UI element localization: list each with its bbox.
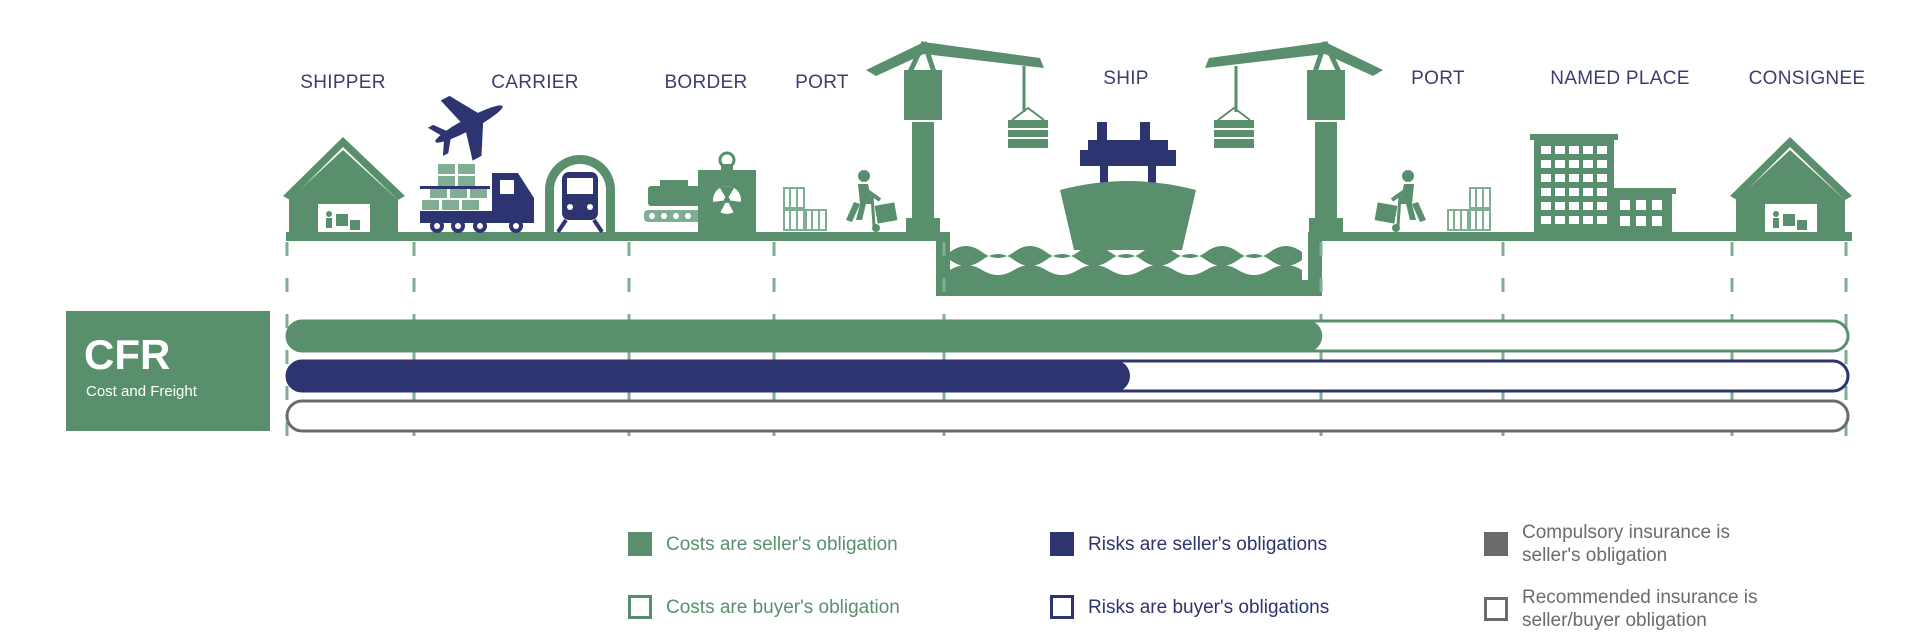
stage-label-named-place: NAMED PLACE [1550,68,1690,89]
legend-item-risks-buyer: Risks are buyer's obligations [1050,595,1329,619]
legend-text: Recommended insurance is seller/buyer ob… [1522,587,1758,631]
legend-swatch-outline-navy [1050,595,1074,619]
truck-icon [420,164,534,233]
warehouse-icon [1730,137,1852,232]
stage-label-ship: SHIP [1103,68,1149,89]
insurance-bar-track [285,399,1850,433]
legend-swatch-outline-green [628,595,652,619]
stage-label-port-destination: PORT [1411,68,1465,89]
cargo-stack-icon [783,187,827,231]
worker-with-trolley-icon [1374,170,1426,232]
ground-line [1322,232,1852,241]
stage-label-shipper: SHIPPER [300,72,386,93]
risks-seller-bar [286,360,1131,392]
legend-item-insurance-compulsory: Compulsory insurance is seller's obligat… [1484,521,1752,567]
ground-line [286,232,941,241]
legend-item-costs-buyer: Costs are buyer's obligation [628,595,900,619]
legend-text: Risks are buyer's obligations [1088,596,1330,618]
legend-item-costs-seller: Costs are seller's obligation [628,532,898,556]
stage-label-carrier: CARRIER [491,72,579,93]
obligation-bars [285,319,1850,433]
train-icon [545,155,615,234]
crane-icon [1205,40,1383,232]
incoterm-abbreviation: CFR [84,331,171,378]
legend-text: Costs are seller's obligation [666,533,898,555]
incoterm-badge: CFR Cost and Freight [66,311,270,431]
legend-text: Compulsory insurance is seller's obligat… [1522,522,1731,566]
customs-icon [644,151,756,232]
airplane-icon [427,95,503,161]
stage-label-port-origin: PORT [795,72,849,93]
legend-text: Risks are seller's obligations [1088,533,1328,555]
costs-seller-bar [286,320,1323,352]
worker-with-trolley-icon [846,170,898,232]
legend-item-insurance-recommended: Recommended insurance is seller/buyer ob… [1484,586,1782,632]
cargo-stack-icon [1447,187,1491,231]
crane-icon [866,40,1048,232]
cargo-ship-icon [950,122,1302,280]
legend-swatch-filled-green [628,532,652,556]
stage-label-consignee: CONSIGNEE [1748,68,1866,89]
warehouse-icon [283,137,405,232]
legend-text: Costs are buyer's obligation [666,596,900,618]
legend-swatch-filled-gray [1484,532,1508,556]
stage-label-border: BORDER [664,72,748,93]
incoterm-name: Cost and Freight [86,383,197,400]
legend-swatch-filled-navy [1050,532,1074,556]
office-windows [1541,146,1662,226]
legend-swatch-outline-gray [1484,597,1508,621]
legend-item-risks-seller: Risks are seller's obligations [1050,532,1327,556]
